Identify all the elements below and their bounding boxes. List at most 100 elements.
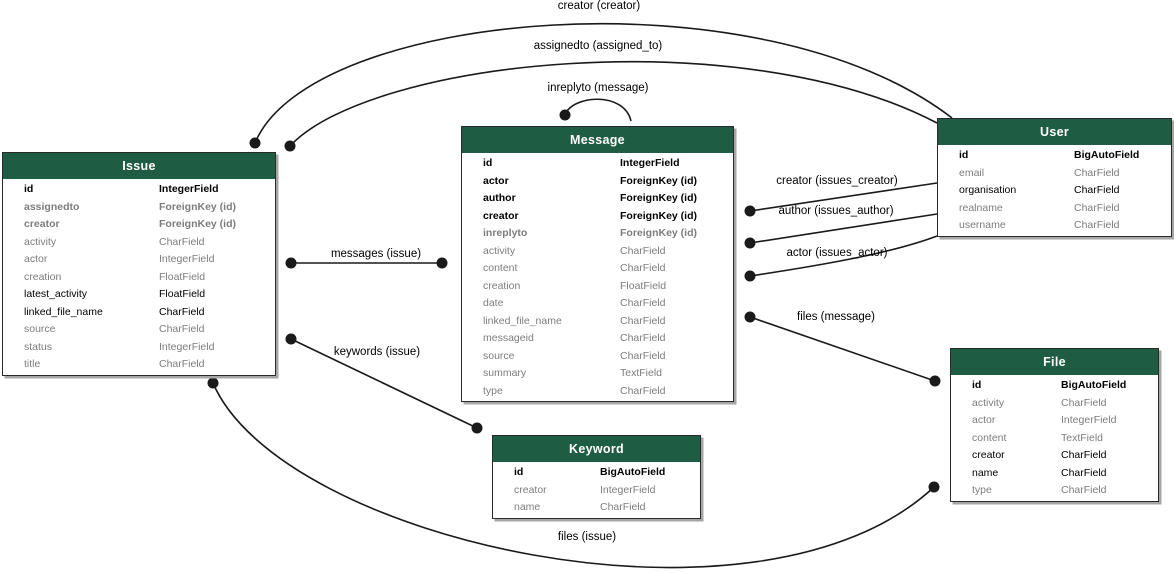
entity-table-file: File id BigAutoField activity CharField … bbox=[950, 348, 1159, 502]
edge-dot bbox=[744, 237, 756, 249]
table-title-keyword: Keyword bbox=[493, 436, 700, 462]
field-type: BigAutoField bbox=[1061, 379, 1127, 391]
field-name: actor bbox=[24, 253, 48, 265]
field-type: IntegerField bbox=[159, 340, 215, 353]
field-row: activity CharField bbox=[462, 243, 733, 261]
field-name: latest_activity bbox=[24, 288, 88, 300]
field-row: creator ForeignKey (id) bbox=[462, 208, 733, 226]
field-type: CharField bbox=[1074, 219, 1120, 231]
field-type: FloatField bbox=[159, 288, 206, 300]
field-row: creator CharField bbox=[951, 447, 1158, 465]
field-type: TextField bbox=[1061, 431, 1104, 444]
field-type: FloatField bbox=[159, 270, 206, 283]
field-type: CharField bbox=[159, 235, 205, 248]
field-type: CharField bbox=[1061, 449, 1107, 461]
field-name: id bbox=[959, 149, 969, 161]
field-type: FloatField bbox=[620, 279, 667, 292]
edge-label-creator-creator: creator (creator) bbox=[557, 0, 641, 12]
field-name: author bbox=[483, 192, 516, 204]
edge-label-keywords-issue: keywords (issue) bbox=[333, 346, 421, 358]
field-type: CharField bbox=[1061, 484, 1107, 496]
edge-dot bbox=[249, 137, 261, 149]
field-type: TextField bbox=[620, 367, 663, 379]
table-body-issue: id IntegerField assignedto ForeignKey (i… bbox=[3, 179, 275, 375]
field-name: messageid bbox=[483, 332, 534, 344]
field-name: id bbox=[514, 466, 524, 478]
field-name: linked_file_name bbox=[24, 305, 103, 318]
table-title-file: File bbox=[951, 349, 1158, 375]
field-row: summary TextField bbox=[462, 365, 733, 383]
field-type: CharField bbox=[620, 244, 666, 257]
field-row: activity CharField bbox=[3, 234, 275, 252]
edge-label-issues-author: author (issues_author) bbox=[778, 205, 894, 217]
edge-dot bbox=[744, 311, 756, 323]
field-name: source bbox=[483, 349, 515, 362]
field-name: username bbox=[959, 219, 1006, 231]
field-name: creation bbox=[483, 279, 521, 292]
table-title-message: Message bbox=[462, 127, 733, 153]
edge-label-files-issue: files (issue) bbox=[557, 531, 617, 543]
field-type: BigAutoField bbox=[1074, 149, 1140, 161]
field-type: CharField bbox=[1074, 166, 1120, 179]
field-name: linked_file_name bbox=[483, 314, 562, 327]
edge-dot bbox=[284, 140, 296, 152]
field-row: type CharField bbox=[462, 383, 733, 401]
field-type: CharField bbox=[620, 332, 666, 344]
edge-dot bbox=[207, 377, 219, 389]
edge-dot bbox=[744, 205, 756, 217]
field-name: actor bbox=[972, 414, 996, 426]
field-row: linked_file_name CharField bbox=[3, 304, 275, 322]
field-row: creator ForeignKey (id) bbox=[3, 216, 275, 234]
field-type: CharField bbox=[620, 314, 666, 327]
field-row: actor IntegerField bbox=[3, 251, 275, 269]
edge-message-user-actor bbox=[749, 235, 938, 277]
field-row: date CharField bbox=[462, 295, 733, 313]
edge-message-user-creator bbox=[749, 182, 938, 212]
field-type: ForeignKey (id) bbox=[159, 200, 237, 213]
field-type: IntegerField bbox=[159, 253, 215, 265]
table-body-keyword: id BigAutoField creator IntegerField nam… bbox=[493, 462, 700, 518]
field-name: title bbox=[24, 358, 41, 370]
field-type: CharField bbox=[159, 358, 205, 370]
edge-message-file-files bbox=[749, 316, 936, 382]
edge-label-assignedto: assignedto (assigned_to) bbox=[533, 40, 663, 52]
field-row: source CharField bbox=[3, 321, 275, 339]
edge-dot bbox=[285, 333, 297, 345]
edge-label-issues-actor: actor (issues_actor) bbox=[786, 247, 888, 259]
field-name: source bbox=[24, 323, 56, 335]
field-row: content TextField bbox=[951, 430, 1158, 448]
edge-dot bbox=[929, 375, 941, 387]
field-row: name CharField bbox=[493, 499, 700, 517]
field-name: creator bbox=[24, 218, 60, 230]
field-type: CharField bbox=[620, 349, 666, 362]
table-title-issue: Issue bbox=[3, 153, 275, 179]
field-row: id IntegerField bbox=[462, 155, 733, 173]
field-type: CharField bbox=[159, 305, 205, 318]
field-name: organisation bbox=[959, 184, 1017, 196]
field-name: type bbox=[483, 384, 503, 397]
field-type: CharField bbox=[1074, 201, 1120, 214]
field-type: CharField bbox=[1061, 466, 1107, 479]
field-name: creator bbox=[514, 483, 547, 496]
field-type: ForeignKey (id) bbox=[620, 227, 698, 239]
field-name: status bbox=[24, 340, 53, 353]
field-row: latest_activity FloatField bbox=[3, 286, 275, 304]
field-type: ForeignKey (id) bbox=[620, 192, 698, 204]
edge-issue-user-assignedto bbox=[289, 60, 938, 147]
field-row: creation FloatField bbox=[462, 278, 733, 296]
field-row: activity CharField bbox=[951, 395, 1158, 413]
field-name: date bbox=[483, 297, 504, 309]
table-title-user: User bbox=[938, 119, 1171, 145]
edge-label-inreplyto: inreplyto (message) bbox=[547, 82, 649, 94]
field-name: activity bbox=[24, 235, 57, 248]
field-type: CharField bbox=[620, 384, 666, 397]
field-row: email CharField bbox=[938, 165, 1171, 183]
entity-table-user: User id BigAutoField email CharField org… bbox=[937, 118, 1172, 237]
field-row: linked_file_name CharField bbox=[462, 313, 733, 331]
field-row: title CharField bbox=[3, 356, 275, 374]
edge-label-messages-issue: messages (issue) bbox=[330, 248, 422, 260]
table-body-message: id IntegerField actor ForeignKey (id) au… bbox=[462, 153, 733, 401]
edge-issue-user-creator bbox=[254, 22, 953, 144]
field-name: assignedto bbox=[24, 200, 80, 213]
